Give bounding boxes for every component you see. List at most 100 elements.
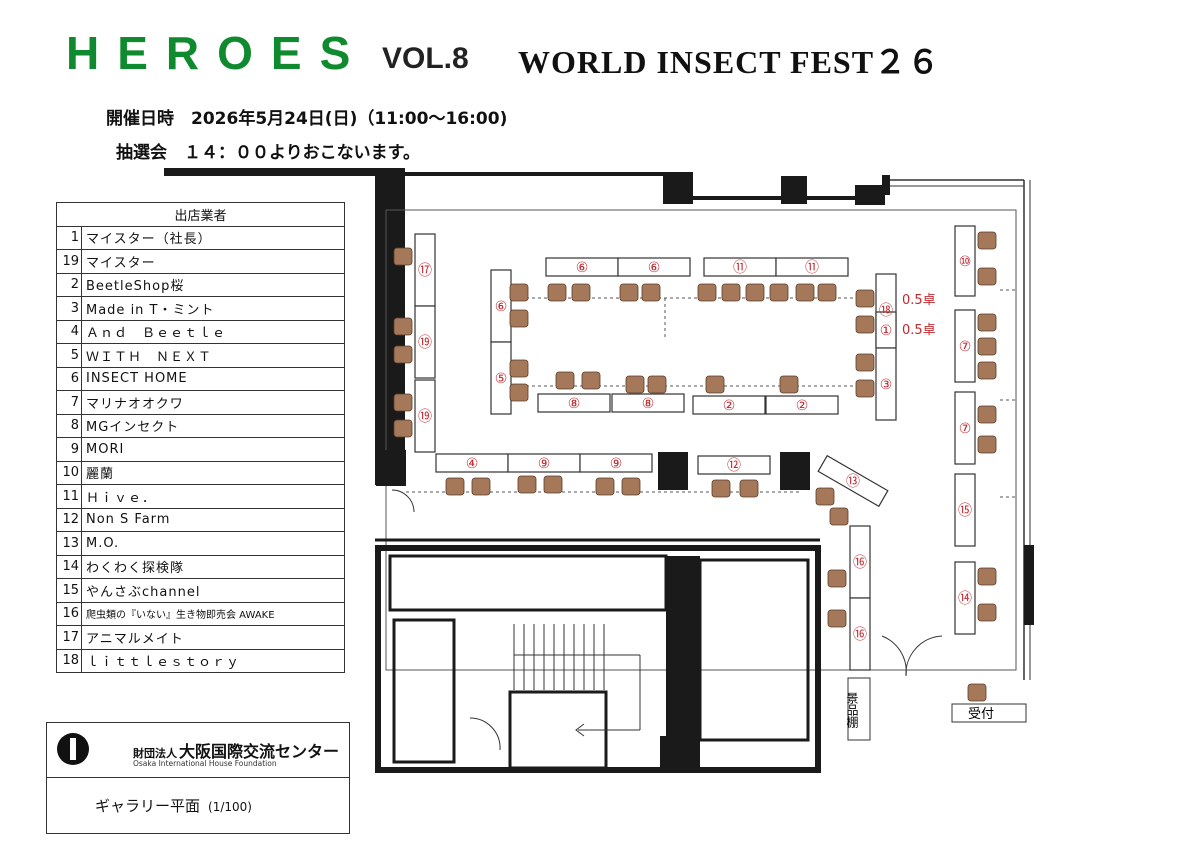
vendor-number: 5	[56, 343, 82, 368]
chair	[745, 283, 765, 302]
chair	[967, 683, 987, 702]
vendor-number: 2	[56, 272, 82, 297]
vendor-name: Ａｎｄ Ｂｅｅｔｌｅ	[81, 319, 345, 344]
vendor-name: やんさぶchannel	[81, 578, 345, 603]
chair	[977, 435, 997, 454]
organization-title: 大阪国際交流センター	[179, 742, 340, 761]
vendor-number: 4	[56, 319, 82, 344]
pillar	[1024, 545, 1034, 625]
booth-number: ⑰	[418, 263, 432, 279]
chair	[647, 375, 667, 394]
chair	[827, 609, 847, 628]
chair	[393, 345, 413, 364]
prize-shelf-label: 景品棚	[845, 692, 859, 729]
booth-number: ⑤	[495, 371, 508, 387]
pillar	[658, 452, 688, 490]
chair	[543, 475, 563, 494]
booth-number: ⑨	[538, 456, 551, 472]
booth-number: ⑯	[853, 555, 867, 571]
vendor-table	[954, 561, 976, 635]
chair	[471, 477, 491, 496]
gallery-name: ギャラリー平面	[95, 797, 201, 815]
vendor-table	[490, 341, 512, 415]
booth-number: ⑱	[879, 303, 893, 319]
booth-number: ⑮	[958, 503, 972, 519]
chair	[711, 479, 731, 498]
chair	[977, 313, 997, 332]
vendor-table	[697, 455, 771, 475]
pillar	[855, 185, 885, 205]
chair	[393, 247, 413, 266]
chair	[855, 353, 875, 372]
chair	[571, 283, 591, 302]
booth-number: ⑦	[959, 339, 972, 355]
vendor-name: ＷＩＴＨ ＮＥＸＴ	[81, 343, 345, 368]
vendor-table	[611, 393, 685, 413]
vendor-name: ｌｉｔｔｌｅｓｔｏｒｙ	[81, 648, 345, 673]
chair	[705, 375, 725, 394]
wall	[693, 196, 783, 200]
chair	[769, 283, 789, 302]
vendor-table	[617, 257, 691, 277]
chair	[829, 507, 849, 526]
vendor-table	[954, 309, 976, 383]
vendor-table	[414, 379, 436, 453]
vendor-name: アニマルメイト	[81, 625, 345, 650]
room	[698, 558, 810, 742]
booth-number: ⑯	[853, 627, 867, 643]
core-block	[375, 545, 821, 773]
booth-number: ⑦	[959, 421, 972, 437]
half-table-label: 0.5卓	[902, 293, 936, 308]
foundation-logo-icon	[57, 733, 89, 765]
chair	[855, 289, 875, 308]
half-table-label: 0.5卓	[902, 323, 936, 338]
pillar	[660, 736, 700, 768]
chair	[697, 283, 717, 302]
vendor-name: マリナオオクワ	[81, 390, 345, 415]
vendor-table	[954, 225, 976, 297]
vendor-tables	[414, 225, 976, 671]
booth-number: ⑫	[727, 458, 741, 474]
wall	[807, 196, 857, 200]
chair	[977, 361, 997, 380]
vendor-number: 12	[56, 507, 82, 532]
booth-number: ④	[466, 456, 479, 472]
booth-number: ⑪	[805, 260, 819, 276]
vendor-name: Ｈｉｖｅ．	[81, 484, 345, 509]
organization-prefix: 財団法人	[133, 747, 177, 760]
chair	[827, 569, 847, 588]
vendor-name: MORI	[81, 437, 345, 462]
chair	[795, 283, 815, 302]
booth-number: ⑪	[733, 260, 747, 276]
booth-number: ⑲	[418, 335, 432, 351]
vendor-table	[849, 597, 871, 671]
chair	[977, 337, 997, 356]
vendor-name: Made in T・ミント	[81, 296, 345, 321]
booth-number: ⑬	[846, 474, 860, 490]
brand-title: HEROES	[66, 27, 369, 79]
chair	[855, 315, 875, 334]
wall	[164, 168, 405, 176]
vendor-table	[875, 347, 897, 421]
booth-number: ②	[796, 398, 809, 414]
room	[392, 618, 456, 764]
event-title: WORLD INSECT FEST２６	[518, 44, 941, 80]
vendor-name: わくわく探検隊	[81, 554, 345, 579]
booth-number: ①	[880, 323, 893, 339]
chair	[619, 283, 639, 302]
pillar	[882, 175, 890, 195]
vendor-name: マイスター	[81, 249, 345, 274]
chair	[977, 231, 997, 250]
